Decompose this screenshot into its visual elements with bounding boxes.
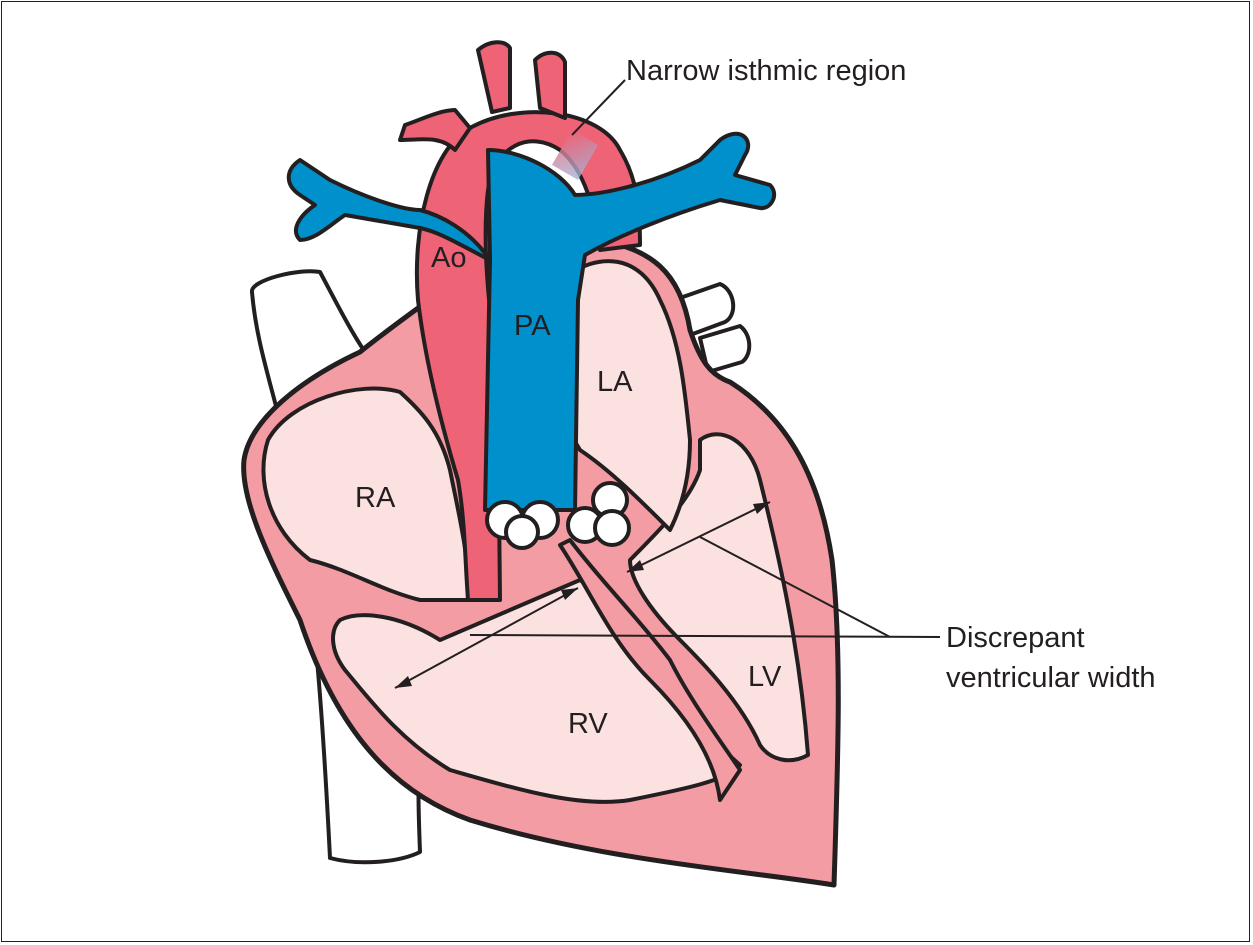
aortic-branch-2 bbox=[476, 40, 512, 114]
pulmonary-vein-upper bbox=[678, 282, 736, 337]
discrepant-leader-1 bbox=[469, 634, 941, 638]
aortic-branch-3 bbox=[533, 50, 567, 120]
aortic-branch-1 bbox=[398, 108, 472, 152]
ventricular-septum bbox=[558, 538, 742, 802]
label-discrepant: Discrepant bbox=[946, 622, 1085, 654]
label-pulmonary-artery: PA bbox=[514, 310, 551, 342]
arrowhead bbox=[753, 502, 770, 514]
arrowhead bbox=[395, 676, 412, 688]
label-ventricular-width: ventricular width bbox=[946, 662, 1156, 694]
label-right-atrium: RA bbox=[355, 482, 396, 514]
isthmus-highlight bbox=[552, 130, 598, 180]
rv-width-arrow bbox=[394, 587, 579, 689]
aortic-valve bbox=[566, 481, 631, 547]
pulmonary-valve bbox=[485, 500, 560, 550]
label-left-atrium: LA bbox=[597, 366, 633, 398]
isthmus-leader bbox=[571, 79, 626, 136]
pulmonary-artery bbox=[286, 131, 777, 512]
label-isthmic-region: Narrow isthmic region bbox=[626, 55, 907, 87]
label-aorta: Ao bbox=[431, 242, 467, 274]
pulmonary-vein-lower bbox=[698, 324, 752, 374]
discrepant-leader-2 bbox=[699, 536, 891, 638]
lv-width-arrow bbox=[626, 501, 771, 573]
arrowhead bbox=[627, 560, 644, 572]
arrowhead bbox=[561, 588, 578, 600]
label-left-ventricle: LV bbox=[748, 661, 782, 693]
label-right-ventricle: RV bbox=[568, 708, 608, 740]
